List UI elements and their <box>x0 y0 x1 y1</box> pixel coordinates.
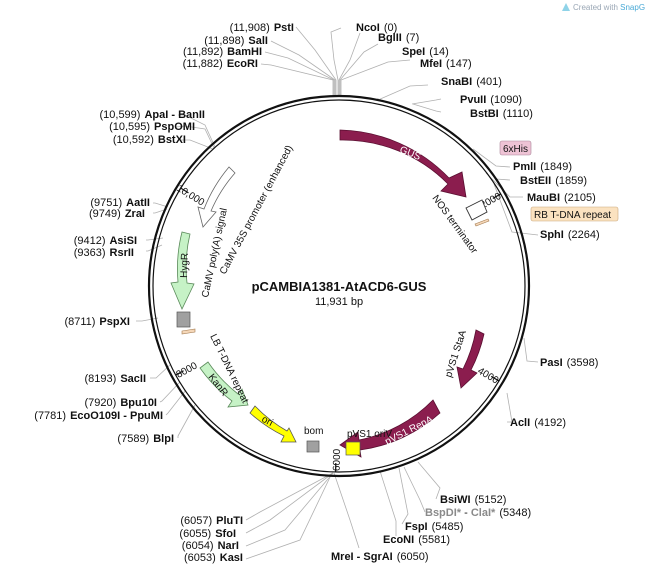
tick-label: 8000 <box>175 360 200 381</box>
site-label[interactable]: (6055)SfoI <box>179 528 236 540</box>
site-label[interactable]: (9363)RsrII <box>74 247 134 259</box>
hygr-label: HygR <box>179 253 191 278</box>
site-label[interactable]: SphI(2264) <box>540 229 600 241</box>
site-connector-lines <box>136 26 539 560</box>
site-label[interactable]: BglII(7) <box>378 32 419 44</box>
site-label[interactable]: NcoI(0) <box>356 22 397 34</box>
site-label[interactable]: (10,592)BstXI <box>113 134 186 146</box>
pvs1-oriv-label: pVS1 oriV <box>347 429 392 440</box>
feature-pvs1-oriv[interactable]: pVS1 oriV <box>345 429 392 456</box>
feature-his-tag[interactable]: 6xHis <box>499 140 532 156</box>
site-label[interactable]: FspI(5485) <box>405 521 463 533</box>
feature-bom[interactable]: bom <box>304 426 323 453</box>
site-label[interactable]: BstBI(1110) <box>470 108 533 120</box>
site-label[interactable]: (9749)ZraI <box>89 208 145 220</box>
feature-gus[interactable]: GUS <box>339 129 467 198</box>
his-tag-label: 6xHis <box>503 144 528 155</box>
site-label[interactable]: (11,908)PstI <box>230 22 294 34</box>
site-label[interactable]: (7781)EcoO109I - PpuMI <box>34 410 163 422</box>
feature-terminator-box[interactable] <box>176 311 191 328</box>
site-label[interactable]: (11,898)SalI <box>204 35 268 47</box>
site-label[interactable]: (10,595)PspOMI <box>109 121 195 133</box>
ori-label: ori <box>260 414 275 429</box>
backbone-circle <box>147 94 531 478</box>
site-label[interactable]: (9751)AatII <box>90 197 150 209</box>
credit-text: Created with SnapGene® <box>573 3 645 12</box>
site-label[interactable]: (6054)NarI <box>182 540 239 552</box>
nos-terminator-label: NOS terminator <box>430 193 480 256</box>
tick-mark <box>180 187 189 194</box>
site-label[interactable]: EcoNI(5581) <box>383 534 450 546</box>
site-label[interactable]: PvuII(1090) <box>460 94 522 106</box>
site-label[interactable]: AclI(4192) <box>510 417 566 429</box>
site-label[interactable]: MfeI(147) <box>420 58 472 70</box>
backbone-circle-inner <box>152 99 526 473</box>
site-label[interactable]: SnaBI(401) <box>441 76 502 88</box>
site-labels-left: (11,908)PstI (11,898)SalI (11,892)BamHI … <box>34 22 294 564</box>
plasmid-size: 11,931 bp <box>315 296 363 308</box>
tick-mark <box>492 193 501 199</box>
site-label[interactable]: BsiWI(5152) <box>440 494 506 506</box>
site-label[interactable]: (11,892)BamHI <box>183 46 262 58</box>
snapgene-logo-icon <box>562 3 570 11</box>
site-label[interactable]: PmlI(1849) <box>513 161 572 173</box>
site-label[interactable]: (7920)Bpu10I <box>85 397 157 409</box>
site-label[interactable]: MreI - SgrAI(6050) <box>331 551 429 563</box>
tick-label: 6000 <box>332 448 343 471</box>
site-label[interactable]: (8711)PspXI <box>64 316 130 328</box>
site-label[interactable]: SpeI(14) <box>402 46 449 58</box>
feature-rb-repeat[interactable]: RB T-DNA repeat <box>474 206 619 227</box>
snapgene-credit: Created with SnapGene® <box>562 3 645 12</box>
site-label[interactable]: (6053)KasI <box>184 552 243 564</box>
site-label[interactable]: PasI(3598) <box>540 357 598 369</box>
tick-mark <box>490 375 500 382</box>
feature-hygr[interactable]: HygR <box>170 231 195 310</box>
tick-mark <box>175 370 184 376</box>
site-label[interactable]: (9412)AsiSI <box>74 235 137 247</box>
site-label[interactable]: BstEII(1859) <box>520 175 587 187</box>
feature-pvs1-staa[interactable]: pVS1 StaA <box>443 329 485 389</box>
feature-ori[interactable]: ori <box>249 405 297 443</box>
rb-repeat-label: RB T-DNA repeat <box>534 210 611 221</box>
site-label[interactable]: BspDI* - ClaI*(5348) <box>425 507 531 519</box>
site-label[interactable]: (6057)PluTI <box>180 515 243 527</box>
bom-label: bom <box>304 426 323 437</box>
site-label[interactable]: (8193)SacII <box>85 373 146 385</box>
gus-label: GUS <box>398 145 423 163</box>
site-label[interactable]: (10,599)ApaI - BanII <box>99 109 205 121</box>
tick-label: 10,000 <box>174 183 206 209</box>
plasmid-name: pCAMBIA1381-AtACD6-GUS <box>252 279 427 294</box>
site-label[interactable]: MauBI(2105) <box>527 192 596 204</box>
site-label[interactable]: (11,882)EcoRI <box>183 58 258 70</box>
site-labels-right: NcoI(0) BglII(7) SpeI(14) MfeI(147) SnaB… <box>331 22 600 563</box>
site-label[interactable]: (7589)BlpI <box>117 433 174 445</box>
